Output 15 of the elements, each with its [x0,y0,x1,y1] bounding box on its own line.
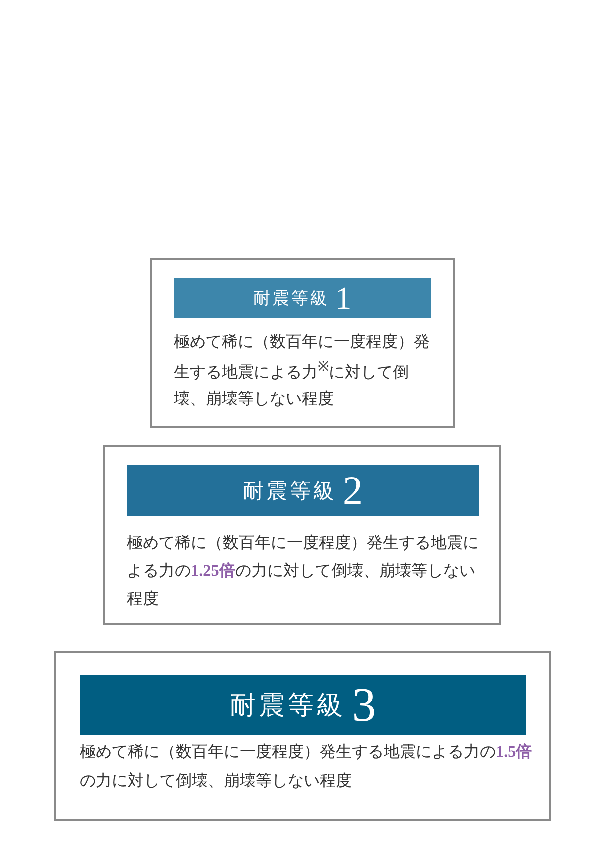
grade-label: 耐震等級 [242,478,338,504]
title-banner [80,675,526,735]
grade-card [103,445,501,625]
description-text: 極めて稀に（数百年に一度程度）発生する地震による力の1.25倍の力に対して倒壊、崩壊等しない程度 [127,532,480,610]
title-banner [174,278,431,318]
grade-label: 耐震等級 [230,690,346,722]
description-text: 極めて稀に（数百年に一度程度）発生する地震による力の1.5倍の力に対して倒壊、崩壊等しない程度 [80,741,534,792]
grade-card [54,651,551,821]
title-banner [127,465,479,516]
grade-card [150,258,455,428]
description-text: 極めて稀に（数百年に一度程度）発生する地震による力$^{※}$に対して倒壊、崩壊等しない程度 [174,331,431,410]
grade-number: 3 [352,678,376,732]
grade-number: 1 [336,280,352,316]
grade-label: 耐震等級 [253,288,330,310]
grade-number: 2 [343,467,364,514]
